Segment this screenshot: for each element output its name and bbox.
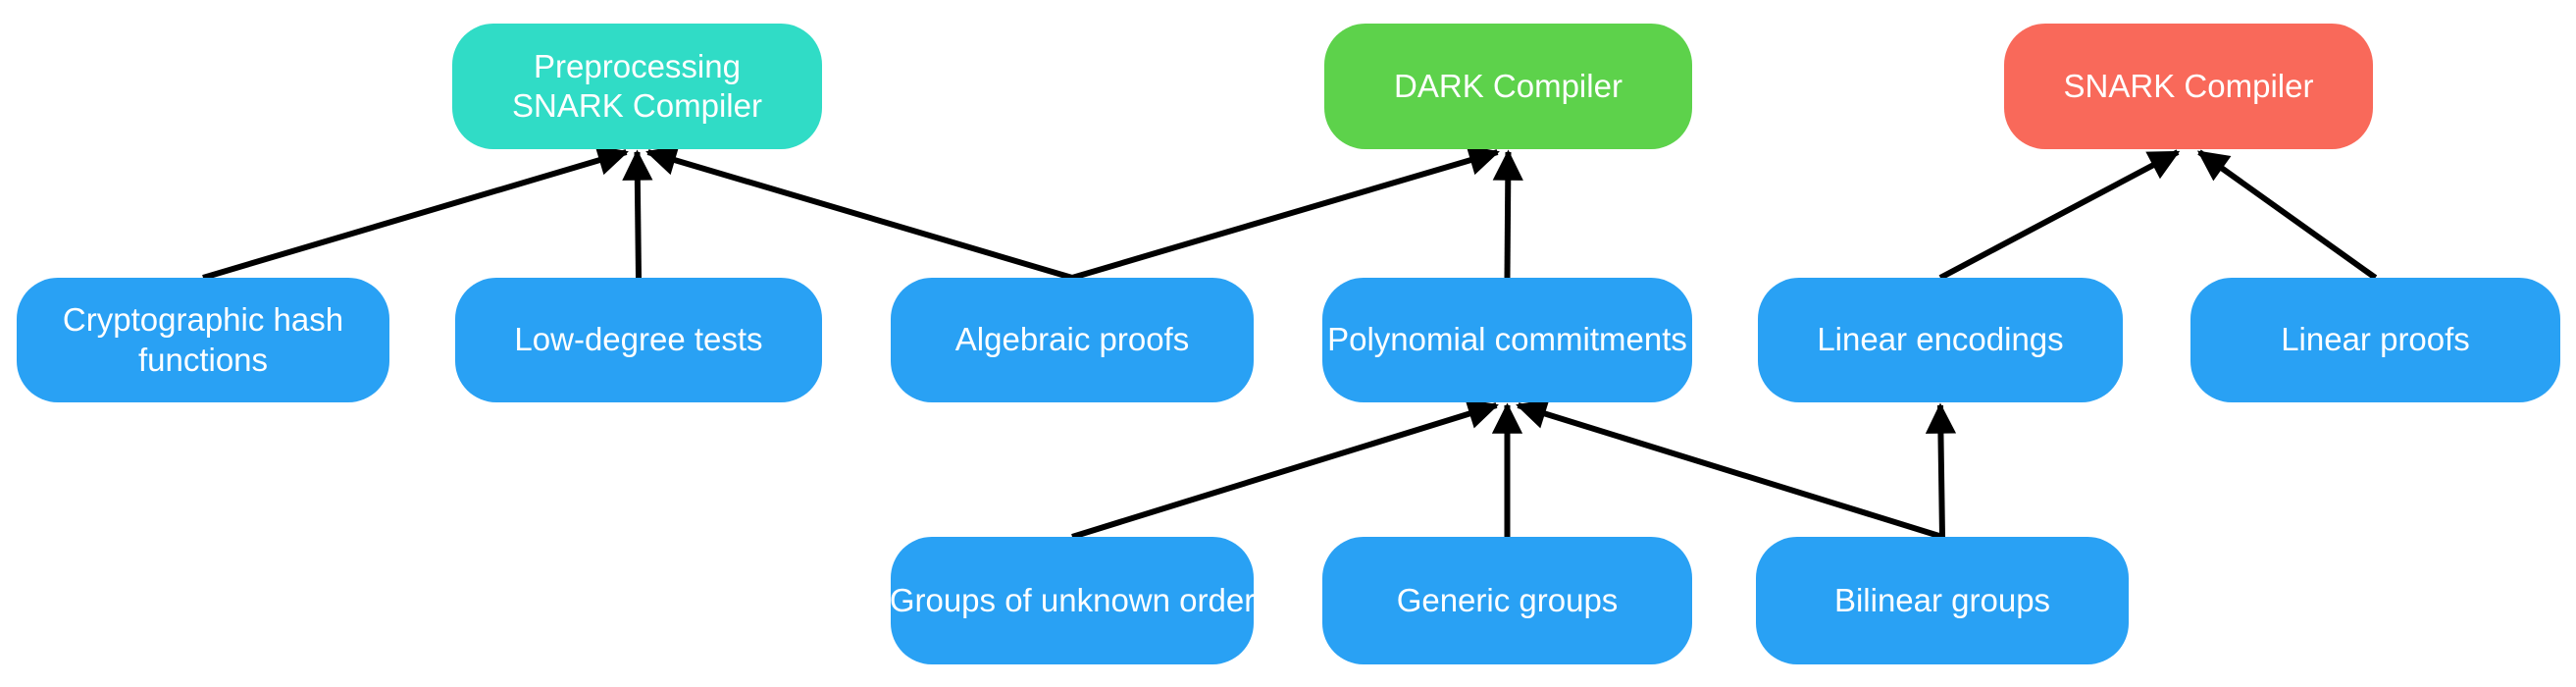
- node-bilinear-groups: Bilinear groups: [1756, 537, 2129, 664]
- arrow-groups-unknown-order-to-poly-commitments: [1071, 398, 1499, 540]
- node-groups-unknown-order: Groups of unknown order: [890, 537, 1255, 664]
- node-linear-proofs: Linear proofs: [2190, 278, 2560, 402]
- arrow-bilinear-groups-to-linear-encodings: [1925, 402, 1957, 538]
- arrow-linear-proofs-to-snark-compiler: [2196, 149, 2378, 281]
- node-crypto-hash: Cryptographic hash functions: [17, 278, 389, 402]
- node-poly-commitments: Polynomial commitments: [1322, 278, 1692, 402]
- node-linear-encodings: Linear encodings: [1758, 278, 2123, 402]
- node-generic-groups: Generic groups: [1322, 537, 1692, 664]
- arrow-crypto-hash-to-pre-snark-compiler: [202, 145, 629, 281]
- node-low-degree-tests: Low-degree tests: [455, 278, 822, 402]
- arrow-linear-encodings-to-snark-compiler: [1938, 149, 2181, 281]
- node-dark-compiler: DARK Compiler: [1324, 24, 1692, 149]
- arrow-algebraic-proofs-to-pre-snark-compiler: [645, 145, 1073, 281]
- node-snark-compiler: SNARK Compiler: [2004, 24, 2373, 149]
- node-pre-snark-compiler: Preprocessing SNARK Compiler: [452, 24, 822, 149]
- arrow-bilinear-groups-to-poly-commitments: [1516, 398, 1943, 540]
- arrow-poly-commitments-to-dark-compiler: [1492, 149, 1523, 279]
- arrow-low-degree-tests-to-pre-snark-compiler: [622, 149, 653, 279]
- arrow-algebraic-proofs-to-dark-compiler: [1071, 145, 1500, 281]
- node-algebraic-proofs: Algebraic proofs: [891, 278, 1254, 402]
